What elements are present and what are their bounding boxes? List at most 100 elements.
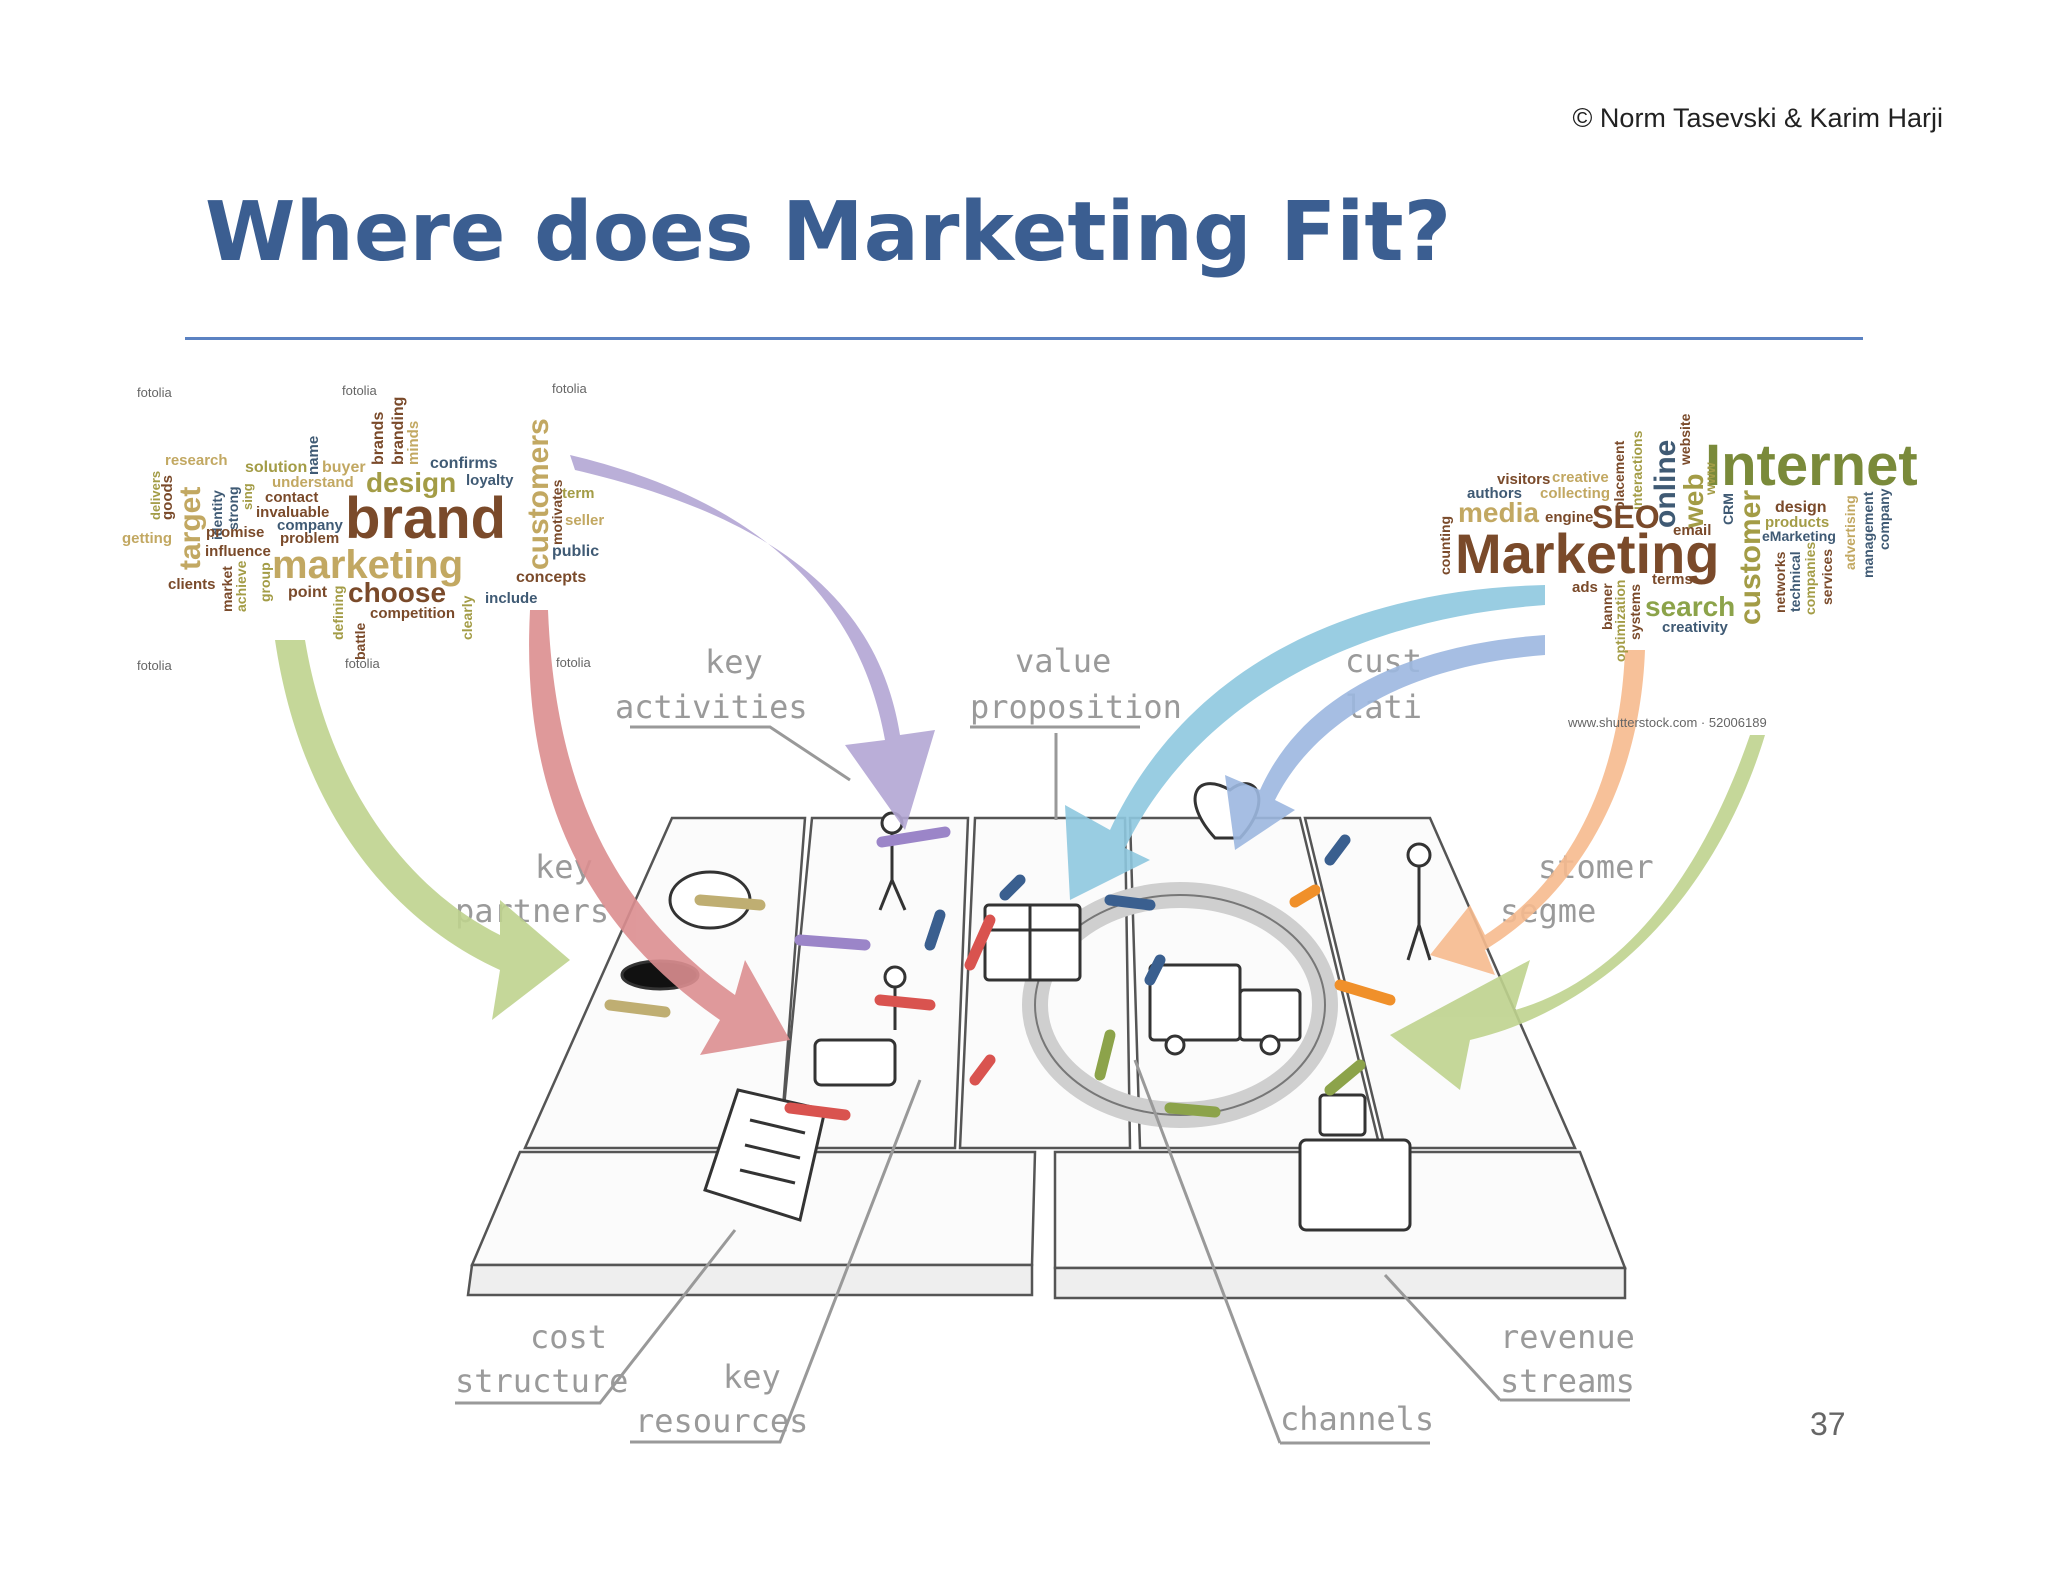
word-networks: networks: [1772, 551, 1788, 613]
word-strong: strong: [225, 486, 241, 530]
word-point: point: [288, 584, 328, 601]
word-marketing-r: Marketing: [1455, 522, 1720, 585]
word-problem: problem: [280, 530, 339, 547]
word-loyalty: loyalty: [466, 472, 514, 489]
word-creativity: creativity: [1662, 619, 1729, 636]
word-confirms: confirms: [430, 455, 498, 472]
word-visitors: visitors: [1497, 471, 1550, 488]
arrow-blue: [1065, 585, 1545, 900]
label-value-proposition-1: value: [1015, 642, 1111, 680]
word-invaluable: invaluable: [256, 504, 329, 521]
label-channels: channels: [1280, 1400, 1434, 1438]
word-web: web: [1678, 474, 1709, 529]
word-online: online: [1649, 440, 1682, 528]
arrow-red: [529, 610, 790, 1055]
arrow-green-left: [275, 640, 570, 1020]
word-minds: minds: [405, 421, 422, 465]
word-achieve: achieve: [233, 560, 249, 612]
word-choose: choose: [348, 577, 446, 608]
fotolia-watermark-1: fotolia: [137, 385, 172, 400]
label-cost-structure-2: structure: [455, 1362, 628, 1400]
word-internet: Internet: [1705, 433, 1918, 498]
word-solution: solution: [245, 459, 307, 476]
word-understand: understand: [272, 474, 354, 491]
word-companies: companies: [1802, 542, 1818, 615]
word-counting: counting: [1437, 516, 1453, 575]
word-delivers: delivers: [148, 471, 163, 520]
word-sing: sing: [240, 483, 255, 510]
word-banner: banner: [1599, 583, 1615, 630]
word-defining: defining: [330, 586, 346, 640]
word-company: company: [277, 517, 344, 534]
word-research: research: [165, 452, 228, 469]
channels-ring: [1022, 882, 1338, 1128]
fotolia-watermark-2: fotolia: [342, 383, 377, 398]
word-optimization: optimization: [1612, 580, 1628, 662]
left-word-cloud: fotolia fotolia fotolia fotolia fotolia …: [122, 381, 604, 673]
word-target: target: [174, 487, 207, 570]
color-dashes: [604, 826, 1396, 1121]
fotolia-watermark-5: fotolia: [345, 656, 380, 671]
word-branding: branding: [390, 397, 407, 465]
label-key-activities-1: key: [705, 643, 763, 681]
word-customer: customer: [1734, 490, 1767, 625]
word-crm: CRM: [1720, 493, 1736, 525]
word-authors: authors: [1467, 485, 1522, 502]
page-number: 37: [1810, 1406, 1846, 1442]
word-clearly: clearly: [459, 595, 475, 640]
word-email: email: [1673, 522, 1711, 539]
word-systems: systems: [1627, 584, 1643, 640]
word-include: include: [485, 590, 538, 607]
word-emarketing: eMarketing: [1762, 528, 1836, 544]
word-company-r: company: [1876, 488, 1892, 550]
word-engine: engine: [1545, 509, 1593, 526]
slide-title: Where does Marketing Fit?: [205, 185, 1452, 280]
word-seller: seller: [565, 512, 604, 529]
word-public: public: [552, 543, 599, 560]
shutterstock-watermark: www.shutterstock.com · 52006189: [1567, 715, 1767, 730]
fotolia-watermark-4: fotolia: [137, 658, 172, 673]
word-promise: promise: [206, 524, 264, 541]
word-management: management: [1860, 491, 1876, 578]
word-name: name: [305, 436, 322, 475]
arrow-green-right: [1390, 735, 1765, 1090]
title-divider: [185, 337, 1863, 340]
fotolia-watermark-3: fotolia: [552, 381, 587, 396]
word-marketing: marketing: [272, 543, 463, 587]
label-cost-structure-1: cost: [530, 1318, 607, 1356]
label-key-activities-2: activities: [615, 688, 808, 726]
word-market: market: [219, 566, 235, 612]
word-seo: SEO: [1592, 499, 1660, 535]
word-goods: goods: [159, 475, 176, 520]
fotolia-watermark-6: fotolia: [556, 655, 591, 670]
word-media: media: [1458, 497, 1539, 528]
word-buyer: buyer: [322, 459, 366, 476]
word-collecting: collecting: [1540, 485, 1610, 502]
word-clients: clients: [168, 576, 216, 593]
word-creative: creative: [1552, 469, 1609, 486]
word-battle: battle: [352, 622, 368, 660]
word-services: services: [1819, 549, 1835, 605]
word-website: website: [1677, 413, 1693, 466]
word-motivates: motivates: [549, 479, 565, 545]
word-terms: terms: [1652, 571, 1693, 588]
word-brand: brand: [345, 486, 506, 551]
label-revenue-streams-2: streams: [1500, 1362, 1635, 1400]
word-search: search: [1645, 591, 1735, 622]
copyright-notice: © Norm Tasevski & Karim Harji: [1572, 103, 1943, 133]
word-products: products: [1765, 514, 1829, 531]
word-concepts: concepts: [516, 569, 586, 586]
label-value-proposition-2: proposition: [970, 688, 1182, 726]
word-design: design: [366, 467, 456, 498]
word-design-r: design: [1775, 499, 1827, 516]
label-key-resources-1: key: [723, 1358, 781, 1396]
word-brands: brands: [370, 412, 387, 465]
word-term: term: [562, 485, 595, 502]
arrows: [275, 455, 1765, 1090]
word-group: group: [257, 562, 273, 602]
word-advertising: advertising: [1842, 495, 1858, 570]
word-contact: contact: [265, 489, 318, 506]
label-revenue-streams-1: revenue: [1500, 1318, 1635, 1356]
label-key-partners-2: partners: [455, 892, 609, 930]
arrow-orange: [1430, 650, 1645, 975]
